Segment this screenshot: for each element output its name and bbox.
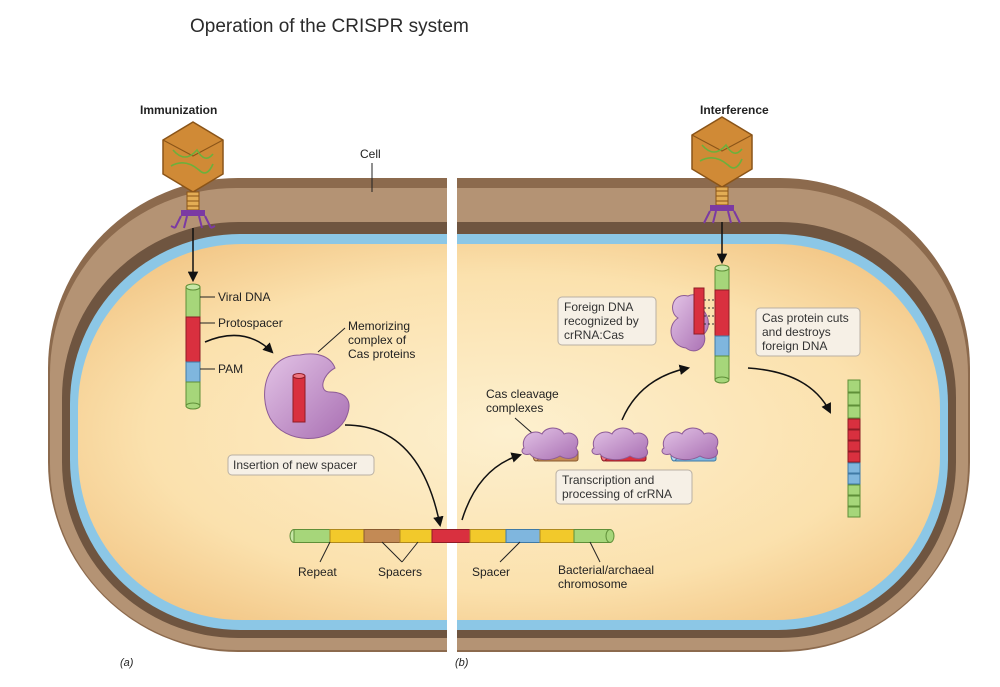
insertion-box: [227, 454, 375, 476]
transcription-box: [555, 469, 693, 505]
array-repeat: [573, 529, 611, 543]
foreign-dna: [714, 264, 730, 384]
diagram-title: Operation of the CRISPR system: [190, 16, 469, 37]
array-spacer: [505, 529, 541, 543]
foreign-recognized-box: [557, 296, 657, 346]
repeat-leader: [319, 541, 331, 563]
array-new-spacer: [431, 529, 471, 543]
arrow-to-recognition: [621, 364, 691, 421]
memorizing-label: Memorizing complex of Cas proteins: [348, 319, 415, 361]
spacer-leader: [499, 541, 521, 563]
foreign-recognized-label: Foreign DNA recognized by crRNA:Cas: [564, 300, 642, 342]
insertion-label: Insertion of new spacer: [233, 458, 357, 472]
arrow-insertion: [344, 424, 444, 528]
spacers-leader-2: [401, 541, 419, 563]
phage-left: [162, 121, 224, 229]
panel-divider: [447, 170, 457, 660]
arrow-to-memorizing-complex: [204, 334, 274, 354]
array-repeat: [293, 529, 331, 543]
array-spacer: [363, 529, 401, 543]
array-spacer: [469, 529, 507, 543]
cytoplasm: [78, 244, 940, 620]
heading-immunization: Immunization: [140, 103, 217, 117]
spacer-label: Spacer: [472, 565, 510, 579]
heading-interference: Interference: [700, 103, 769, 117]
spacers-leader-1: [381, 541, 403, 563]
array-spacer: [539, 529, 575, 543]
panel-letter-a: (a): [120, 657, 134, 669]
cas-cuts-label: Cas protein cuts and destroys foreign DN…: [762, 311, 852, 353]
cas-cuts-box: [755, 307, 861, 357]
chromosome-label: Bacterial/archaeal chromosome: [558, 563, 657, 591]
memorizing-cas-complex: [264, 353, 350, 439]
cas-cleavage-complex: [661, 427, 719, 462]
transcription-label: Transcription and processing of crRNA: [562, 473, 672, 501]
arrow-to-destroyed-dna: [747, 367, 831, 414]
destroyed-dna-fragments: [847, 379, 861, 518]
crrna-cas-complex: [670, 287, 715, 352]
cas-cleavage-complex: [591, 427, 649, 462]
viral-dna-left: [185, 283, 201, 410]
cell-body: [48, 170, 970, 660]
panel-letter-b: (b): [455, 657, 469, 669]
viral-dna-label: Viral DNA: [218, 290, 270, 304]
cas-cleavage-complex: [521, 427, 579, 462]
cas-cleavage-label: Cas cleavage complexes: [486, 387, 562, 415]
memorizing-leader: [317, 327, 346, 353]
spacers-label: Spacers: [378, 565, 422, 579]
pam-label: PAM: [218, 362, 243, 376]
phage-right: [691, 116, 753, 224]
crispr-array: [289, 529, 615, 543]
array-spacer: [399, 529, 433, 543]
arrow-to-cleavage: [461, 452, 523, 521]
array-spacer: [329, 529, 365, 543]
cell-label: Cell: [360, 147, 381, 161]
chromosome-leader: [589, 541, 601, 563]
protospacer-label: Protospacer: [218, 316, 283, 330]
repeat-label: Repeat: [298, 565, 337, 579]
